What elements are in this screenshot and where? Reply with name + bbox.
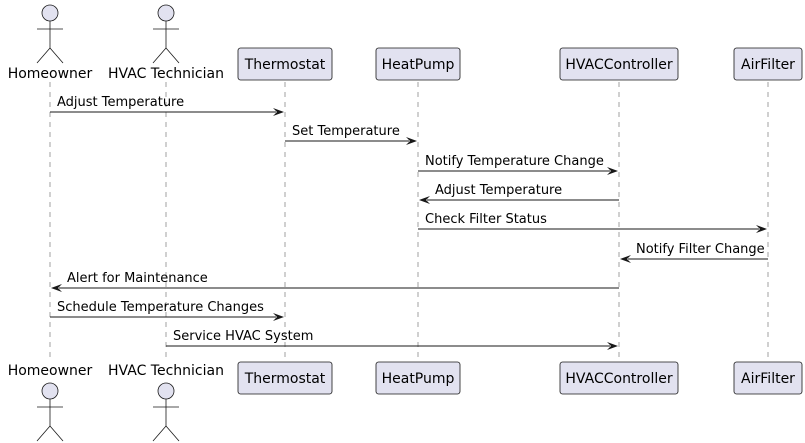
arrowhead-icon	[273, 108, 284, 116]
message-1: Adjust Temperature	[50, 95, 284, 116]
participant-box-airfilter-bottom	[733, 361, 803, 395]
message-4: Adjust Temperature	[419, 183, 619, 204]
participant-label-thermostat-bottom: Thermostat	[244, 371, 326, 387]
message-8: Schedule Temperature Changes	[50, 300, 284, 321]
arrowhead-icon	[620, 255, 631, 263]
message-label: Check Filter Status	[425, 212, 547, 227]
actor-homeowner-top	[36, 4, 64, 64]
message-label: Adjust Temperature	[57, 95, 184, 110]
participant-box-thermostat-bottom	[237, 361, 333, 395]
message-label: Notify Temperature Change	[425, 154, 604, 169]
message-label: Service HVAC System	[173, 329, 313, 344]
message-label: Schedule Temperature Changes	[57, 300, 264, 315]
participant-box-controller-top	[559, 47, 679, 81]
participant-label-airfilter-bottom: AirFilter	[741, 371, 795, 387]
participant-label-heatpump-bottom: HeatPump	[382, 371, 455, 387]
message-label: Adjust Temperature	[435, 183, 562, 198]
message-3: Notify Temperature Change	[418, 154, 618, 175]
message-9: Service HVAC System	[166, 329, 618, 350]
actor-technician-top	[152, 4, 180, 64]
actor-head-icon	[41, 4, 59, 22]
arrowhead-icon	[607, 342, 618, 350]
participant-box-heatpump-bottom	[375, 361, 461, 395]
participant-label-airfilter-top: AirFilter	[741, 57, 795, 73]
arrowhead-icon	[607, 167, 618, 175]
actor-head-icon	[157, 4, 175, 22]
participant-box-heatpump-top	[375, 47, 461, 81]
actor-technician-bottom	[152, 382, 180, 442]
actor-homeowner-bottom	[36, 382, 64, 442]
participant-box-thermostat-top	[237, 47, 333, 81]
actor-head-icon	[41, 382, 59, 400]
message-6: Notify Filter Change	[620, 242, 768, 263]
message-5: Check Filter Status	[418, 212, 767, 233]
actor-label-homeowner-top: Homeowner	[8, 66, 93, 82]
participant-box-controller-bottom	[559, 361, 679, 395]
participant-label-heatpump-top: HeatPump	[382, 57, 455, 73]
actor-label-technician-bottom: HVAC Technician	[108, 363, 224, 379]
participant-label-controller-top: HVACController	[565, 57, 672, 73]
participant-label-thermostat-top: Thermostat	[244, 57, 326, 73]
participant-label-controller-bottom: HVACController	[565, 371, 672, 387]
message-7: Alert for Maintenance	[51, 271, 619, 292]
actor-label-technician-top: HVAC Technician	[108, 66, 224, 82]
message-2: Set Temperature	[285, 124, 417, 145]
arrowhead-icon	[406, 137, 417, 145]
message-label: Set Temperature	[292, 124, 400, 139]
message-label: Notify Filter Change	[636, 242, 765, 257]
message-label: Alert for Maintenance	[67, 271, 208, 286]
arrowhead-icon	[756, 225, 767, 233]
actor-head-icon	[157, 382, 175, 400]
arrowhead-icon	[51, 284, 62, 292]
arrowhead-icon	[273, 313, 284, 321]
participant-box-airfilter-top	[733, 47, 803, 81]
actor-label-homeowner-bottom: Homeowner	[8, 363, 93, 379]
arrowhead-icon	[419, 196, 430, 204]
